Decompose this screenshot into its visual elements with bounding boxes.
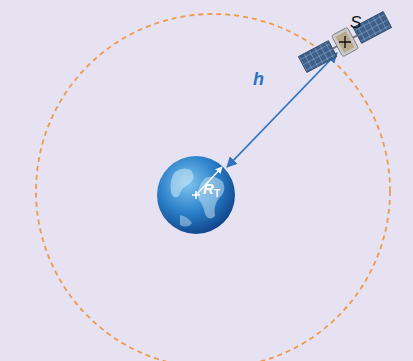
point-label: S <box>350 14 361 31</box>
satellite-cross <box>339 36 351 48</box>
radius-label: R <box>203 181 214 196</box>
satellite-icon <box>297 9 393 75</box>
altitude-label: h <box>253 70 264 88</box>
earth-globe <box>157 156 235 234</box>
orbit-circle <box>36 14 390 361</box>
radius-subscript: T <box>214 189 220 199</box>
altitude-arrow <box>227 53 337 167</box>
